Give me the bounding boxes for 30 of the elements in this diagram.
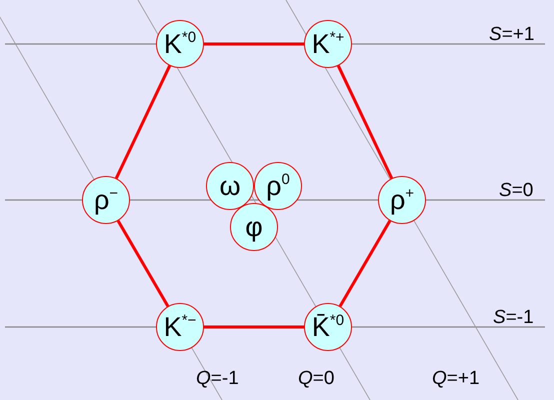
quantum-number-label: S=-1 xyxy=(493,308,534,327)
connector-line xyxy=(116,220,170,308)
particle-symbol: φ xyxy=(245,214,263,240)
particle-symbol: K$^{*+}$ xyxy=(312,30,344,58)
connector-line xyxy=(204,42,304,46)
particle-symbol: ρ$^{0}$ xyxy=(266,172,290,200)
particle-circle xyxy=(254,162,302,210)
particle-symbol: ρ$^{−}$ xyxy=(94,186,118,214)
particle-circle xyxy=(304,303,352,351)
particle-circle xyxy=(156,20,204,68)
connector-line xyxy=(204,326,304,328)
particle-circle xyxy=(156,303,204,351)
particle-circle xyxy=(230,203,278,251)
quantum-number-label: Q=-1 xyxy=(196,369,239,388)
particle-symbol: ρ$^{+}$ xyxy=(390,186,414,214)
particle-circle xyxy=(378,176,426,224)
particle-symbol: K$^{*0}$ xyxy=(164,30,196,58)
connector-line xyxy=(336,65,394,179)
particle-symbol: K̄$^{*0}$ xyxy=(312,314,344,340)
connector-line xyxy=(114,65,172,179)
quantum-number-label: S=+1 xyxy=(489,25,534,44)
particle-circle xyxy=(206,162,254,210)
particle-circle xyxy=(82,176,130,224)
quantum-number-label: Q=+1 xyxy=(432,369,480,388)
quantum-number-label: Q=0 xyxy=(298,369,334,388)
particle-circle xyxy=(304,20,352,68)
particle-symbol: ω xyxy=(219,172,241,200)
quantum-number-label: S=0 xyxy=(499,181,534,200)
particle-symbol: K$^{*−}$ xyxy=(164,314,196,340)
connector-line xyxy=(338,220,392,308)
